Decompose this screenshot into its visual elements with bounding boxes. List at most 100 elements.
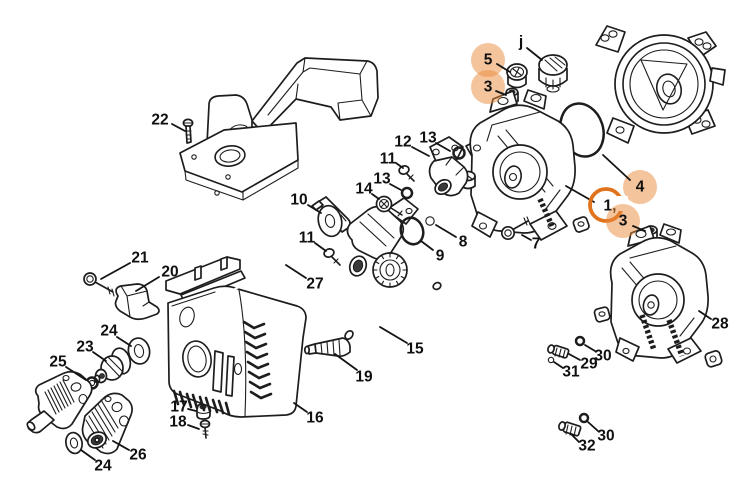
callout-9: 9 xyxy=(420,240,445,265)
hose-15 xyxy=(344,281,448,340)
callout-15: 15 xyxy=(379,326,424,358)
cap-17 xyxy=(196,403,211,420)
callout-3a: 3 xyxy=(471,70,507,104)
knob-20 xyxy=(114,283,160,321)
leader-line xyxy=(116,336,132,347)
callout-j: j xyxy=(518,34,543,61)
o-ring-13b xyxy=(400,186,414,200)
ring-8 xyxy=(425,216,435,226)
cube-plug-bottom-right xyxy=(704,350,723,368)
callout-25: 25 xyxy=(49,354,87,381)
leader-line xyxy=(187,424,200,430)
callout-22: 22 xyxy=(151,112,186,132)
part-number-label: 16 xyxy=(306,410,324,427)
leader-line xyxy=(568,353,581,361)
callout-5: 5 xyxy=(471,43,511,77)
leader-line xyxy=(435,142,451,152)
oil-tank-16 xyxy=(167,285,307,418)
part-number-label: 27 xyxy=(306,276,323,293)
leader-line xyxy=(334,353,358,371)
part-number-label: 14 xyxy=(355,181,373,198)
part-number-label: 13 xyxy=(373,171,391,188)
callout-layer: 22j5341,37283029313032212024232526241718… xyxy=(49,34,729,475)
pump-housing-1 xyxy=(465,89,576,241)
part-number-label: 25 xyxy=(49,354,67,371)
leader-line xyxy=(389,183,402,191)
leader-line xyxy=(587,421,599,432)
callout-17: 17 xyxy=(170,399,197,416)
callout-14: 14 xyxy=(355,181,380,200)
highlight-circle xyxy=(471,70,505,104)
callout-32: 32 xyxy=(570,433,596,455)
part-number-label: 11 xyxy=(380,151,397,168)
leader-line xyxy=(314,242,327,252)
part-number-label: 13 xyxy=(419,130,437,147)
part-number-label: 23 xyxy=(76,339,94,356)
leader-line xyxy=(602,154,631,181)
callout-11a: 11 xyxy=(380,151,404,169)
leader-line xyxy=(411,146,430,157)
leader-line xyxy=(171,123,186,132)
washer-31 xyxy=(547,356,555,364)
callout-30a: 30 xyxy=(584,344,612,365)
cube-plug-left-of-pump2 xyxy=(593,306,611,323)
part-number-label: 5 xyxy=(484,52,493,69)
part-number-label: 19 xyxy=(355,369,373,386)
part-number-label: 15 xyxy=(406,341,424,358)
leader-line xyxy=(496,63,511,73)
dipstick-rod-27 xyxy=(215,245,321,300)
leader-line xyxy=(395,162,404,169)
leader-line xyxy=(495,90,507,96)
leader-line xyxy=(65,366,87,381)
callout-28: 28 xyxy=(698,310,729,333)
leader-line xyxy=(584,344,596,352)
part-number-label: 10 xyxy=(290,192,307,209)
callout-18: 18 xyxy=(169,414,200,431)
leader-line xyxy=(307,204,322,214)
hose-coupler-left xyxy=(26,370,93,434)
callout-13a: 13 xyxy=(419,130,451,152)
coupler-26 xyxy=(81,392,133,455)
highlight-circle xyxy=(471,43,505,77)
fitting-32 xyxy=(558,421,582,437)
part-number-label: 21 xyxy=(131,250,149,267)
callout-13b: 13 xyxy=(373,171,402,191)
callout-24b: 24 xyxy=(80,449,112,475)
part-number-label: 17 xyxy=(170,399,187,416)
callout-27: 27 xyxy=(285,264,324,293)
callout-7: 7 xyxy=(521,234,540,253)
callout-26: 26 xyxy=(112,440,147,464)
highlight-circle xyxy=(623,170,657,204)
fitting-29 xyxy=(547,344,570,359)
oil-cap-j xyxy=(538,54,568,93)
pump-housing-2 xyxy=(609,223,709,364)
cube-plug-center xyxy=(572,216,590,233)
washer-24a xyxy=(127,337,151,365)
leader-line xyxy=(521,234,532,241)
coupling-23 xyxy=(93,347,132,384)
part-number-label: 3 xyxy=(619,213,628,230)
callout-24a: 24 xyxy=(100,323,132,347)
o-ring-9 xyxy=(399,216,425,246)
highlight-circle xyxy=(606,204,640,238)
callout-12: 12 xyxy=(394,134,430,157)
o-ring-30a xyxy=(574,335,586,347)
leader-line xyxy=(632,225,646,232)
screw-18 xyxy=(199,419,211,439)
part-number-label: 24 xyxy=(94,458,112,475)
callout-4: 4 xyxy=(602,154,657,204)
part-number-label: 30 xyxy=(597,428,614,445)
callout-16: 16 xyxy=(293,402,324,427)
callout-31: 31 xyxy=(553,361,580,381)
callout-30b: 30 xyxy=(587,421,615,445)
part-number-label: 30 xyxy=(594,348,611,365)
rear-flange-housing xyxy=(595,25,726,144)
part-number-label: 32 xyxy=(578,438,595,455)
leader-line xyxy=(698,310,712,320)
part-number-label: 12 xyxy=(394,134,411,151)
leader-line xyxy=(135,276,160,292)
leader-line xyxy=(100,262,131,280)
cylinder-12 xyxy=(428,136,469,197)
callout-10: 10 xyxy=(290,192,322,214)
